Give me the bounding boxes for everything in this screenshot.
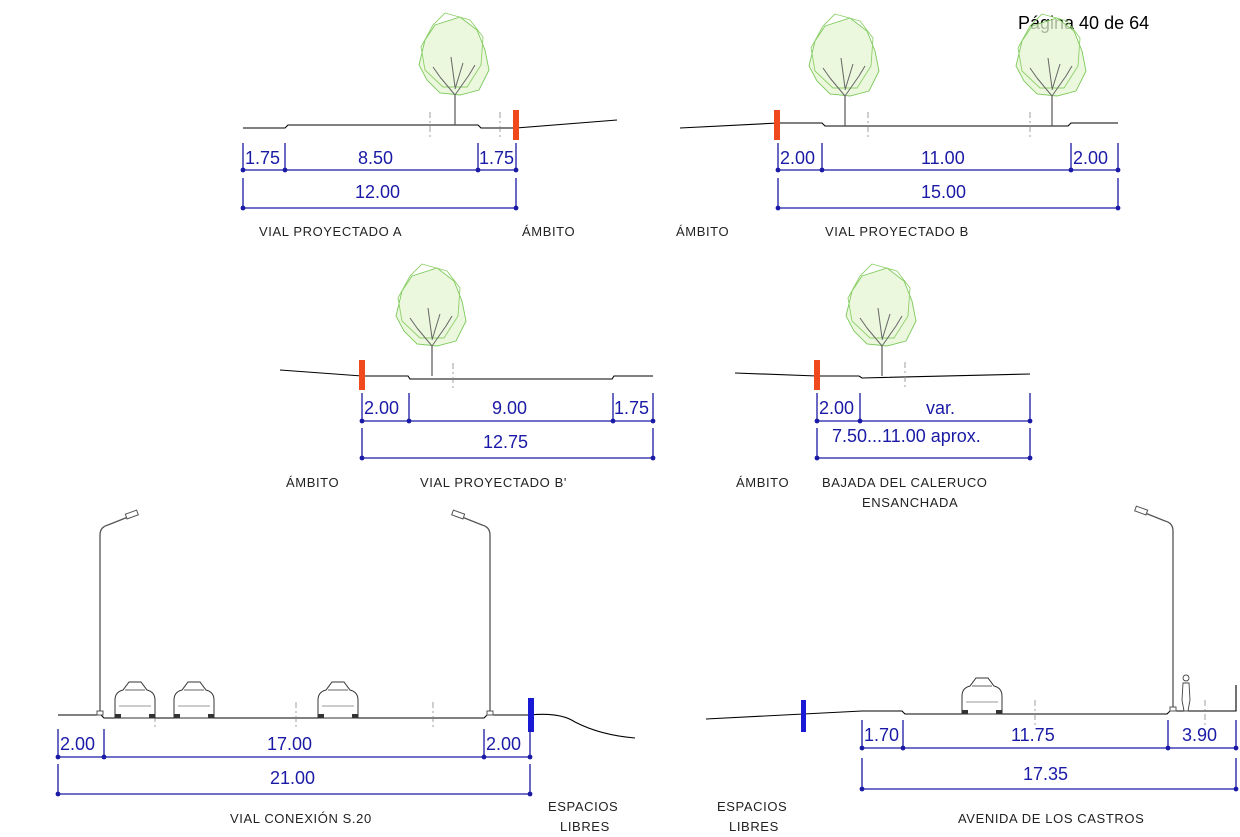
dimension-label: var.	[926, 398, 955, 418]
dimension-label: 1.75	[614, 398, 649, 418]
dimension-label: 2.00	[364, 398, 399, 418]
ambito-label: ÁMBITO	[736, 475, 789, 490]
section-caption: VIAL PROYECTADO A	[259, 224, 402, 239]
total-dimension-label: 21.00	[270, 768, 315, 788]
ambito-marker	[359, 360, 365, 390]
ambito-marker	[814, 360, 820, 390]
dimension-chain	[359, 393, 656, 461]
dimension-label: 11.75	[1011, 725, 1055, 745]
section-caption-line1: BAJADA DEL CALERUCO	[822, 475, 988, 490]
section-vial-conexion-s20: 2.00 17.00 2.00 21.00 VIAL CONEXIÓN S.20…	[55, 509, 636, 834]
dimension-label: 8.50	[358, 148, 393, 168]
dimension-label: 17.00	[267, 734, 312, 754]
ambito-marker	[513, 110, 519, 140]
section-caption: VIAL CONEXIÓN S.20	[230, 811, 372, 826]
espacios-libres-label-line2: LIBRES	[560, 819, 610, 834]
section-caption: AVENIDA DE LOS CASTROS	[958, 811, 1144, 826]
dimension-chain	[55, 729, 533, 797]
section-bajada-del-caleruco: 2.00 var. 7.50...11.00 aprox. ÁMBITO BAJ…	[734, 263, 1033, 510]
dimension-chain	[775, 143, 1121, 211]
section-caption: VIAL PROYECTADO B	[825, 224, 969, 239]
dimension-label: 1.75	[479, 148, 514, 168]
espacios-libres-label-line2: LIBRES	[729, 819, 779, 834]
section-vial-proyectado-b: 2.00 11.00 2.00 15.00 ÁMBITO VIAL PROYEC…	[676, 13, 1121, 239]
total-dimension-label: 7.50...11.00 aprox.	[832, 426, 981, 446]
section-vial-proyectado-a: 1.75 8.50 1.75 12.00 VIAL PROYECTADO A Á…	[240, 12, 618, 239]
espacios-libres-label-line1: ESPACIOS	[717, 799, 787, 814]
ambito-label: ÁMBITO	[286, 475, 339, 490]
dimension-label: 2.00	[819, 398, 854, 418]
espacios-libres-marker	[528, 698, 534, 732]
dimension-label: 3.90	[1182, 725, 1217, 745]
ambito-label: ÁMBITO	[676, 224, 729, 239]
dimension-label: 11.00	[921, 148, 965, 168]
pedestrian-icon	[1181, 674, 1191, 712]
section-caption: VIAL PROYECTADO B'	[420, 475, 567, 490]
dimension-chain	[859, 720, 1239, 792]
dimension-label: 9.00	[492, 398, 527, 418]
espacios-libres-marker	[801, 700, 806, 732]
dimension-label: 1.70	[864, 725, 899, 745]
section-vial-proyectado-b-prime: 2.00 9.00 1.75 12.75 ÁMBITO VIAL PROYECT…	[279, 263, 656, 490]
ambito-marker	[774, 110, 780, 140]
dimension-label: 2.00	[60, 734, 95, 754]
dimension-label: 1.75	[245, 148, 280, 168]
dimension-label: 2.00	[780, 148, 815, 168]
dimension-label: 2.00	[1073, 148, 1108, 168]
total-dimension-label: 12.75	[483, 432, 528, 452]
section-avenida-de-los-castros: 1.70 11.75 3.90 17.35 AVENIDA DE LOS CAS…	[705, 505, 1239, 834]
ambito-label: ÁMBITO	[522, 224, 575, 239]
total-dimension-label: 17.35	[1023, 764, 1068, 784]
dimension-label: 2.00	[486, 734, 521, 754]
dimension-chain	[240, 143, 519, 211]
espacios-libres-label-line1: ESPACIOS	[548, 799, 618, 814]
total-dimension-label: 12.00	[355, 182, 400, 202]
dimension-chain	[814, 393, 1033, 461]
total-dimension-label: 15.00	[921, 182, 966, 202]
section-caption-line2: ENSANCHADA	[862, 495, 958, 510]
